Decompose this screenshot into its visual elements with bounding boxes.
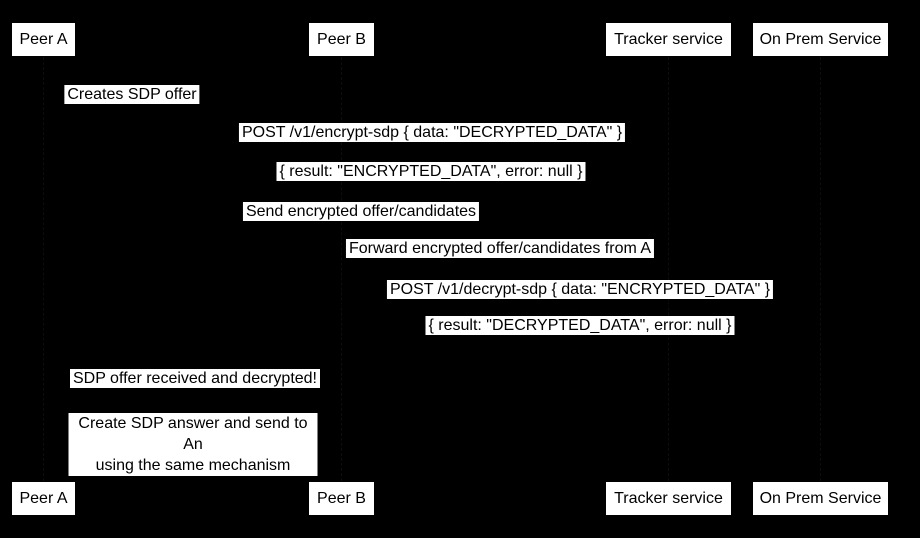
message-label-decrypt-response: { result: "DECRYPTED_DATA", error: null … (425, 316, 735, 335)
actor-bottom-tracker-service: Tracker service (605, 481, 732, 516)
message-label-decrypt-request: POST /v1/decrypt-sdp { data: "ENCRYPTED_… (386, 280, 774, 299)
message-arrow-decrypt-request (341, 304, 820, 305)
actor-bottom-on-prem-service: On Prem Service (752, 481, 889, 516)
message-arrow-offer-received (43, 392, 341, 393)
actor-label: Tracker service (614, 30, 723, 48)
message-label-send-offer: Send encrypted offer/candidates (242, 202, 480, 221)
lifeline-on-prem-service (820, 57, 821, 481)
message-arrow-decrypt-response (341, 340, 820, 341)
actor-bottom-peer-a: Peer A (11, 481, 76, 516)
lifeline-peer-b (341, 57, 342, 481)
actor-bottom-peer-b: Peer B (308, 481, 375, 516)
message-arrow-encrypt-request (43, 147, 820, 148)
message-label-encrypt-response: { result: "ENCRYPTED_DATA", error: null … (276, 162, 586, 181)
message-label-offer-received: SDP offer received and decrypted! (70, 369, 320, 388)
actor-label: On Prem Service (759, 30, 882, 48)
actor-label: Peer A (19, 30, 68, 48)
actor-top-on-prem-service: On Prem Service (752, 22, 889, 57)
lifeline-tracker-service (668, 57, 669, 481)
message-arrow-encrypt-response (43, 186, 820, 187)
note-create-sdp-answer: Create SDP answer and send to An using t… (68, 413, 318, 476)
actor-label: Tracker service (614, 489, 723, 507)
message-label-encrypt-request: POST /v1/encrypt-sdp { data: "DECRYPTED_… (238, 123, 626, 142)
message-arrow-send-offer (43, 225, 668, 226)
actor-top-peer-b: Peer B (308, 22, 375, 57)
actor-label: On Prem Service (759, 489, 882, 507)
actor-label: Peer B (317, 30, 366, 48)
lifeline-peer-a (43, 57, 44, 481)
actor-top-tracker-service: Tracker service (605, 22, 732, 57)
message-arrow-forward-offer (341, 262, 668, 263)
actor-label: Peer B (317, 489, 366, 507)
actor-label: Peer A (19, 489, 68, 507)
actor-top-peer-a: Peer A (11, 22, 76, 57)
message-label-creates-sdp-offer: Creates SDP offer (64, 85, 200, 104)
message-label-forward-offer: Forward encrypted offer/candidates from … (345, 239, 655, 258)
